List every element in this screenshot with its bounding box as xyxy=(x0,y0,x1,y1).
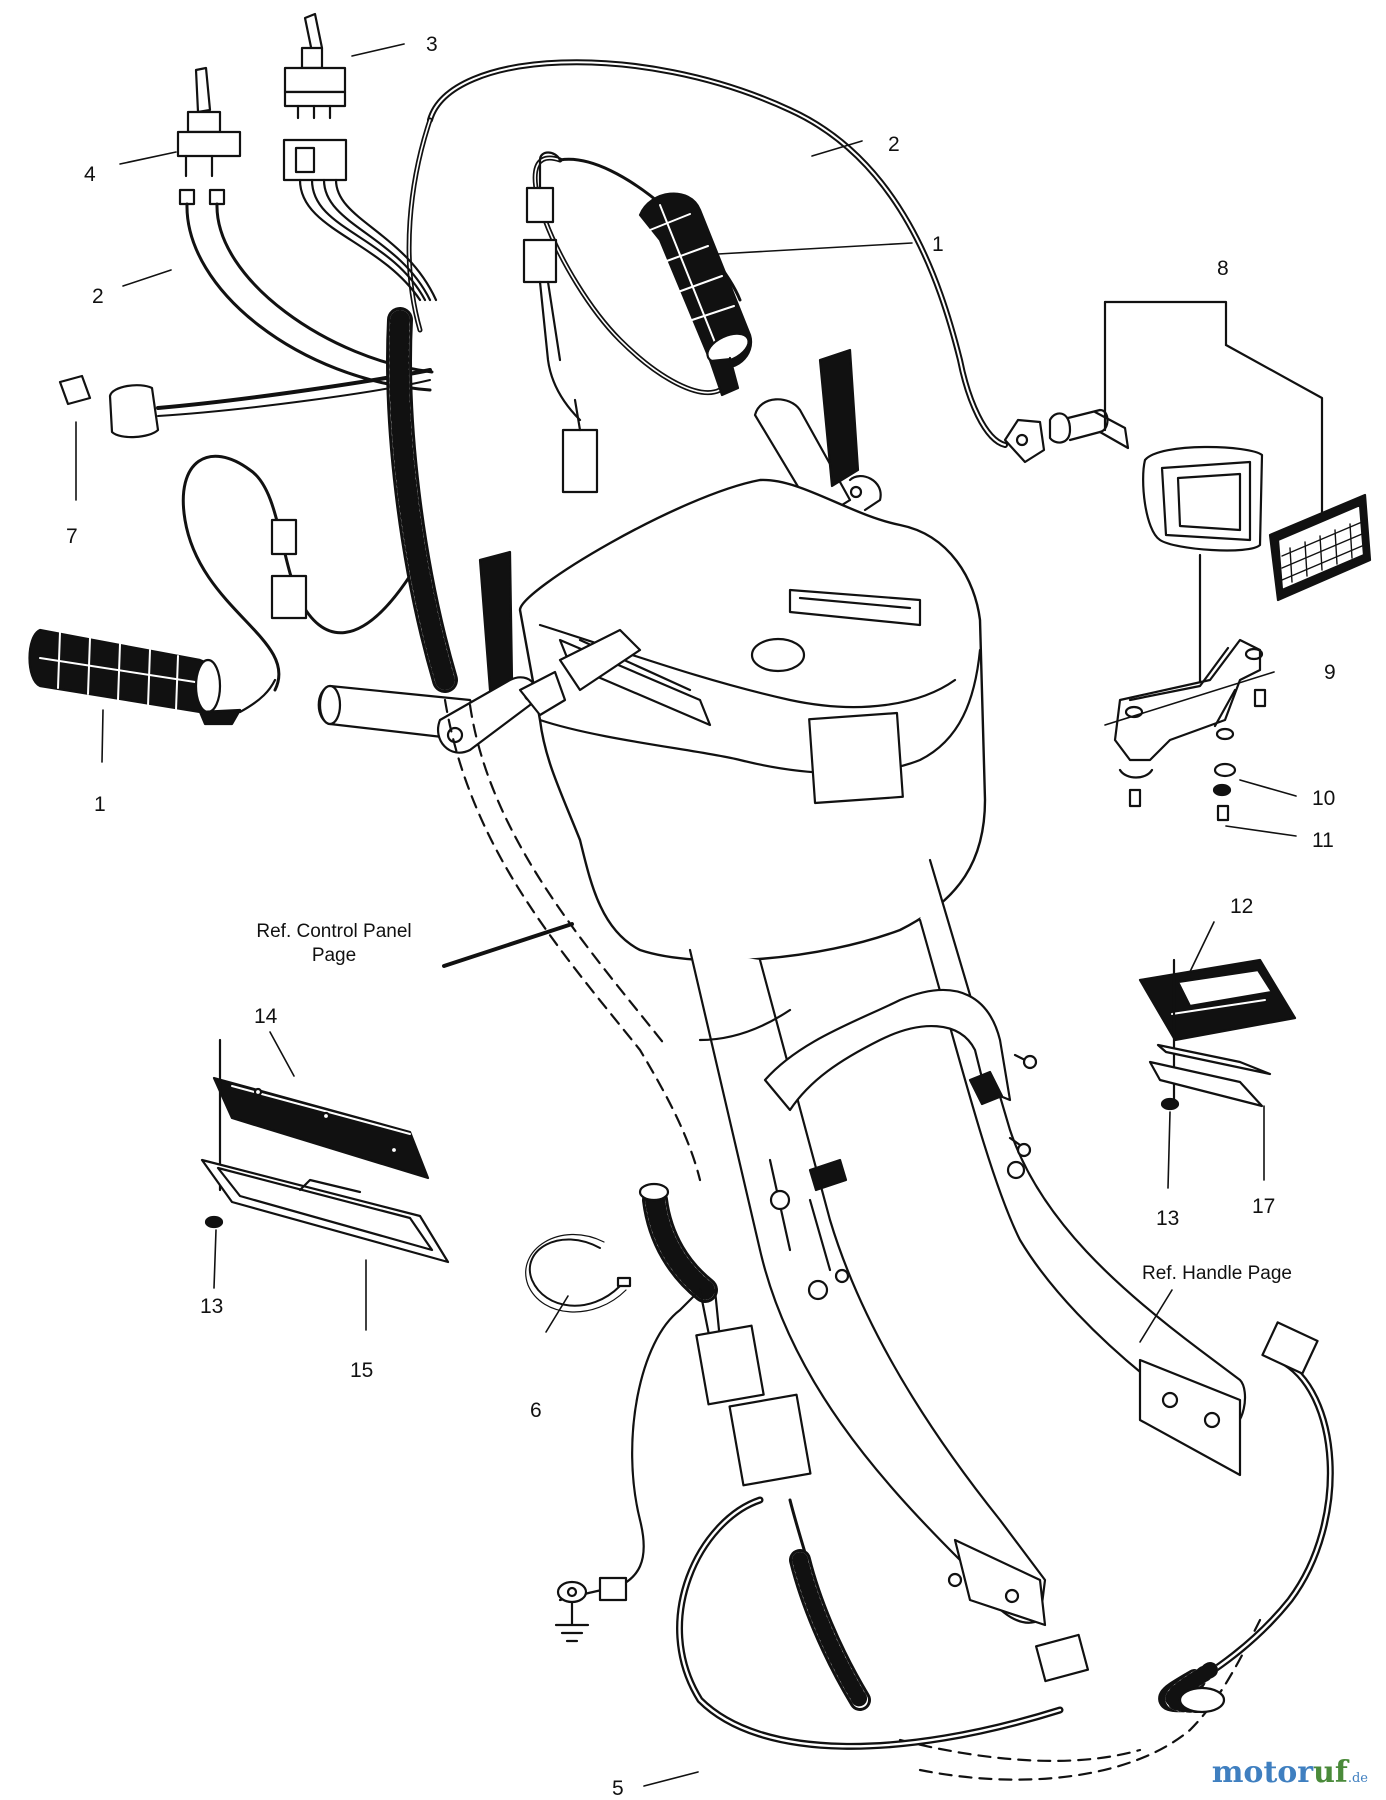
wire-harness-top xyxy=(406,59,1008,448)
connector-ground xyxy=(554,1324,765,1643)
callout-6: 6 xyxy=(530,1399,542,1422)
decal-14 xyxy=(212,1038,430,1192)
headlight-lens xyxy=(1268,493,1372,602)
callout-1-left: 1 xyxy=(94,793,106,816)
watermark-brand-a: motor xyxy=(1211,1755,1314,1790)
callout-10: 10 xyxy=(1312,787,1336,810)
callout-5: 5 xyxy=(612,1777,624,1800)
callout-3: 3 xyxy=(426,33,438,56)
callout-17: 17 xyxy=(1252,1195,1276,1218)
heated-grip-right xyxy=(638,192,753,397)
handle-lever-bracket xyxy=(437,550,567,754)
trim-strips-17 xyxy=(1148,1043,1272,1111)
frame-bolts xyxy=(769,1053,1038,1301)
callout-2-top: 2 xyxy=(888,133,900,156)
handle-bar-left xyxy=(317,684,477,742)
callout-8: 8 xyxy=(1217,257,1229,280)
panel-gasket-15 xyxy=(200,1158,450,1264)
callout-13-right: 13 xyxy=(1156,1207,1180,1230)
headlight-mount-bracket-9 xyxy=(1113,638,1267,822)
handle-bar-right xyxy=(753,348,882,522)
connector-top-3 xyxy=(561,398,599,494)
ref-handle-page: Ref. Handle Page xyxy=(1142,1263,1292,1284)
callout-7: 7 xyxy=(66,525,78,548)
wire-harness-bottom xyxy=(676,1321,1334,1750)
ref-control-panel-page: Ref. Control Panel Page xyxy=(256,921,412,966)
watermark-tld: .de xyxy=(1347,1771,1368,1786)
headlight-bracket-8 xyxy=(1003,300,1324,702)
wire-heated-grip-left xyxy=(181,454,422,692)
watermark-logo: motoruf.de xyxy=(1212,1755,1368,1790)
toggle-switch-3 xyxy=(282,12,438,302)
watermark-brand-b: uf xyxy=(1313,1755,1348,1790)
handle-frame xyxy=(688,858,1247,1627)
heated-grip-left xyxy=(28,628,277,726)
callout-leaders xyxy=(75,43,1297,1787)
callout-4: 4 xyxy=(84,163,96,186)
control-panel-housing xyxy=(518,478,987,962)
fuse-holder-7 xyxy=(58,368,432,439)
callout-12: 12 xyxy=(1230,895,1254,918)
wire-tie-6 xyxy=(525,1233,632,1313)
decal-12 xyxy=(1138,958,1297,1102)
callout-2-left: 2 xyxy=(92,285,104,308)
conduit-coil-upper xyxy=(386,307,458,693)
conduit-coil-lower xyxy=(608,1182,722,1592)
callout-13-left: 13 xyxy=(200,1295,224,1318)
callout-11: 11 xyxy=(1312,829,1334,852)
connector-top-1 xyxy=(525,151,562,224)
callout-14: 14 xyxy=(254,1005,278,1028)
cable-route-dashed xyxy=(443,698,1262,1781)
callout-9: 9 xyxy=(1324,661,1336,684)
callout-15: 15 xyxy=(350,1359,374,1382)
callout-1-top: 1 xyxy=(932,233,944,256)
connector-top-2 xyxy=(522,238,582,422)
